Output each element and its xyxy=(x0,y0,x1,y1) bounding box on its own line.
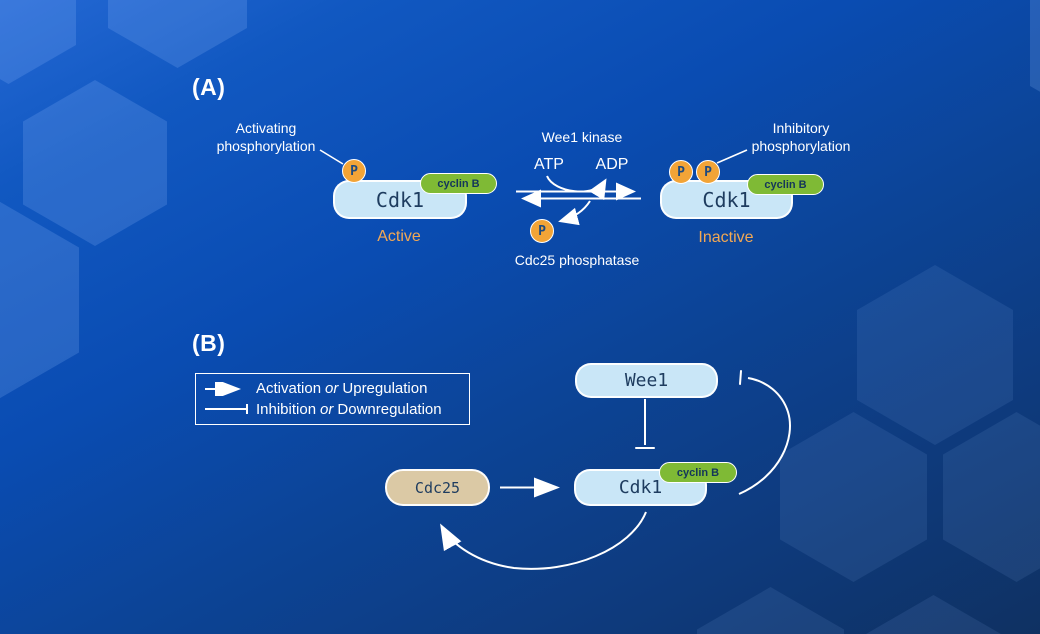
active-state-label: Active xyxy=(377,228,421,245)
cdk1-node-text: Cdk1 xyxy=(618,477,663,498)
wee1-kinase-label: Wee1 kinase xyxy=(541,129,623,145)
wee1-node: Wee1 xyxy=(575,363,718,398)
activating-phosphorylation-label: Activating phosphorylation xyxy=(200,119,332,155)
hexagon-decoration xyxy=(1030,0,1040,130)
hexagon-decoration xyxy=(943,412,1040,582)
cdc25-node-text: Cdc25 xyxy=(414,478,461,497)
inactive-state-label: Inactive xyxy=(698,229,754,246)
activating-phosphate-badge: P xyxy=(342,159,366,183)
cdk1-inhibits-wee1-tbar xyxy=(739,370,742,385)
inhibitory-phosphorylation-label: Inhibitory phosphorylation xyxy=(740,119,862,155)
legend-inhibition-post: Downregulation xyxy=(337,400,442,418)
wee1-node-text: Wee1 xyxy=(624,370,669,391)
legend-activation-post: Upregulation xyxy=(342,380,428,398)
legend-box: Activation or Upregulation Inhibition or… xyxy=(195,373,470,425)
cdk1-active-node: Cdk1 xyxy=(333,180,467,219)
phosphate-symbol: P xyxy=(538,223,546,239)
legend-row-inhibition: Inhibition or Downregulation xyxy=(196,401,469,418)
panel-a-label: (A) xyxy=(192,74,226,100)
cyclin-b-pill-active-text: cyclin B xyxy=(437,177,480,190)
activating-label-line1: Activating xyxy=(235,120,297,136)
adp-label: ADP xyxy=(595,156,629,173)
legend-activation-conj: or xyxy=(325,380,339,398)
activating-label-line2: phosphorylation xyxy=(216,138,316,154)
activation-arrow-icon xyxy=(196,381,256,396)
legend-activation-pre: Activation xyxy=(256,380,322,398)
phosphate-symbol: P xyxy=(350,163,358,179)
phosphate-symbol: P xyxy=(677,164,685,180)
inhibitory-label-line2: phosphorylation xyxy=(751,138,851,154)
cdk1-inactive-text: Cdk1 xyxy=(702,187,751,212)
atp-adp-curve-arrow xyxy=(546,175,607,201)
cdc25-node: Cdc25 xyxy=(385,469,490,506)
cyclin-b-pill-inactive-text: cyclin B xyxy=(764,178,807,191)
hexagon-decoration xyxy=(860,595,1007,634)
legend-row-activation: Activation or Upregulation xyxy=(196,380,469,397)
legend-inhibition-pre: Inhibition xyxy=(256,400,317,418)
phosphate-release-arrow xyxy=(558,200,591,226)
cdk1-activates-cdc25-arc xyxy=(440,511,647,570)
inhibitory-phosphate-badge-1: P xyxy=(669,160,693,184)
released-phosphate-badge: P xyxy=(530,219,554,243)
hexagon-decoration xyxy=(857,265,1013,445)
inhibitory-label-line1: Inhibitory xyxy=(772,120,830,136)
inhibitory-phosphate-badge-2: P xyxy=(696,160,720,184)
cyclin-b-pill-active: cyclin B xyxy=(420,173,497,194)
atp-label: ATP xyxy=(534,156,564,173)
hexagon-decoration xyxy=(697,587,844,634)
hexagon-decoration xyxy=(780,412,927,582)
hexagon-decoration xyxy=(23,80,167,246)
cyclin-b-pill-inactive: cyclin B xyxy=(747,174,824,195)
panel-b-label: (B) xyxy=(192,330,226,356)
hexagon-decoration xyxy=(0,0,76,84)
cyclin-b-pill: cyclin B xyxy=(659,462,737,483)
legend-inhibition-conj: or xyxy=(320,400,334,418)
cdk1-active-text: Cdk1 xyxy=(375,187,425,212)
cyclin-b-pill-text: cyclin B xyxy=(676,466,720,479)
phosphate-symbol: P xyxy=(704,164,712,180)
cdc25-phosphatase-label: Cdc25 phosphatase xyxy=(514,252,640,268)
hexagon-decoration xyxy=(108,0,247,68)
inhibition-bar-icon xyxy=(196,402,256,416)
